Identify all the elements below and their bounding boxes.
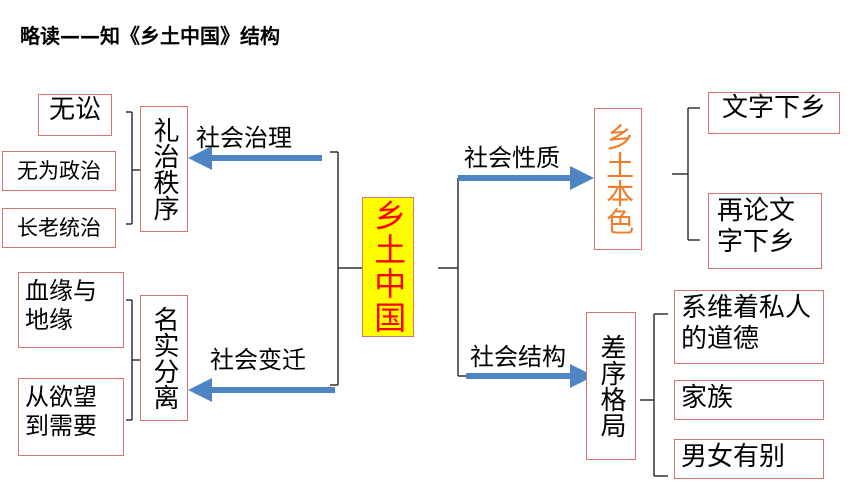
node-mingshi-text: 名实分离: [149, 306, 180, 410]
leaf-xiwei: 系维着私人的道德: [674, 290, 824, 364]
page-title: 略读——知《乡土中国》结构: [20, 24, 280, 48]
node-mingshi: 名实分离: [140, 295, 188, 421]
leaf-wenzi: 文字下乡: [708, 92, 840, 134]
node-xiangtu: 乡土本色: [594, 108, 642, 250]
node-xiangtu-text: 乡土本色: [602, 123, 636, 235]
leaf-wuwei: 无为政治: [2, 151, 116, 191]
leaf-zailun: 再论文字下乡: [708, 193, 822, 269]
leaf-nannv: 男女有别: [674, 439, 824, 479]
node-lizhi-text: 礼治秩序: [149, 117, 180, 221]
edge-label-structure: 社会结构: [470, 343, 566, 371]
center-text: 乡土中国: [369, 199, 408, 335]
node-lizhi: 礼治秩序: [140, 106, 188, 232]
edge-label-nature: 社会性质: [464, 144, 560, 172]
leaf-jiazu: 家族: [674, 380, 824, 420]
leaf-zhanglao: 长老统治: [2, 208, 116, 248]
leaf-wusong: 无讼: [38, 94, 112, 136]
node-chaxu: 差序格局: [586, 312, 636, 460]
edge-label-change: 社会变迁: [210, 346, 306, 374]
node-chaxu-text: 差序格局: [596, 334, 627, 438]
leaf-yuwang: 从欲望到需要: [18, 378, 124, 456]
edge-label-governance: 社会治理: [196, 124, 292, 152]
center-node: 乡土中国: [362, 197, 414, 337]
leaf-xueyuan: 血缘与地缘: [18, 272, 124, 348]
